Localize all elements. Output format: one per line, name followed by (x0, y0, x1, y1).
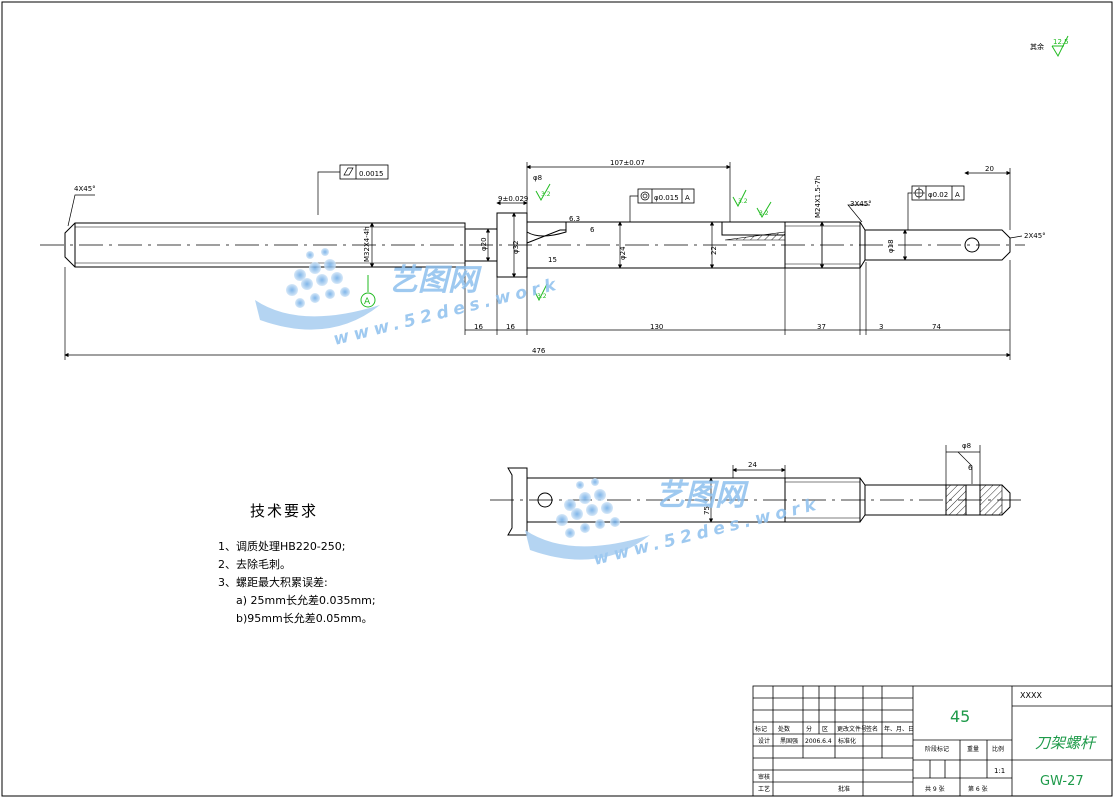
flatness-value: 0.0015 (359, 170, 384, 178)
dim-l6: 6 (968, 464, 973, 472)
tech-req-item-3: 3、螺距最大积累误差: (218, 576, 328, 589)
hdr-file: 更改文件号 (837, 725, 867, 733)
runout-datum: A (685, 194, 690, 202)
dim-chamfer-left: 4X45° (74, 185, 96, 193)
title-block-text: XXXX 45 刀架螺杆 GW-27 1:1 标记 处数 分 区 更改文件号 签… (755, 691, 1097, 793)
weight-label: 重量 (967, 745, 979, 753)
position-value: φ0.02 (928, 191, 948, 199)
dim-b130: 130 (650, 323, 663, 331)
dim-phi8: φ8 (533, 174, 542, 182)
part-name: 刀架螺杆 (1035, 734, 1097, 752)
secondary-view (490, 467, 1025, 536)
stage-label: 阶段标记 (925, 745, 949, 753)
main-dim-labels: 4X45° 107±0.07 20 9±0.029 φ8 6.3 6 15 3X… (74, 159, 1046, 355)
dim-b16b: 16 (506, 323, 515, 331)
hdr-date: 年、月、日 (884, 725, 914, 733)
tech-req-item-3b: b)95mm长允差0.05mm。 (236, 612, 373, 625)
dim-tol9: 9±0.029 (498, 195, 528, 203)
hdr-zone: 区 (822, 726, 828, 733)
position-datum: A (955, 191, 960, 199)
roughness-value: 12.5 (1053, 38, 1069, 46)
tech-req-item-1: 1、调质处理HB220-250; (218, 540, 346, 553)
dim-total: 476 (532, 347, 546, 355)
material-label: 45 (950, 707, 970, 726)
main-view (40, 212, 1025, 278)
dim-d6: 6 (590, 226, 595, 234)
designer-name: 黑国强 (780, 738, 798, 745)
ra-mark-2: 3.2 (738, 198, 748, 205)
dim-b3: 3 (879, 323, 883, 331)
secondary-dim-labels: 24 75 φ8 6 (703, 442, 973, 515)
dim-phi18: φ18 (887, 239, 895, 253)
dim-m24: M24X1.5-7h (814, 176, 822, 218)
dim-107: 107±0.07 (610, 159, 645, 167)
approve-label: 批准 (838, 785, 850, 793)
scale-value: 1:1 (994, 767, 1005, 775)
sheet-number: 第 6 张 (968, 785, 988, 793)
dim-d22: 22 (710, 246, 718, 255)
dim-chamfer2: 2X45° (1024, 232, 1046, 240)
dim-phi32: φ32 (512, 240, 520, 254)
watermark-1-brand: 艺图网 (388, 263, 482, 298)
dim-b74: 74 (932, 323, 941, 331)
runout-value: φ0.015 (654, 194, 679, 202)
tech-req-title: 技术要求 (250, 502, 319, 520)
main-dimensions (64, 162, 1023, 360)
ra-mark-3: 3.2 (759, 210, 769, 217)
secondary-dimensions (708, 445, 981, 523)
dim-b16a: 16 (474, 323, 483, 331)
roughness-label: 其余 (1030, 42, 1044, 51)
title-block (752, 685, 1113, 797)
dim-m32: M32X4-4h (363, 226, 371, 262)
dim-r15: 15 (548, 256, 557, 264)
dim-phi8b: φ8 (962, 442, 971, 450)
hdr-count: 处数 (778, 725, 790, 733)
datum-letter: A (364, 297, 371, 307)
watermark-2: 艺图网 www.52des.work (525, 478, 823, 570)
dim-b37: 37 (817, 323, 826, 331)
dim-ra63: 6.3 (569, 215, 580, 223)
gdt-runout: φ0.015 A (637, 188, 695, 204)
hdr-mark: 标记 (755, 725, 767, 733)
company-name: XXXX (1020, 691, 1042, 700)
roughness-marks: 3.2 3.2 3.2 3.2 (533, 183, 772, 302)
dim-phi24: φ24 (619, 246, 627, 260)
tech-req-item-2: 2、去除毛刺。 (218, 558, 291, 571)
hdr-part: 分 (806, 725, 812, 733)
standard-label: 标准化 (838, 737, 856, 745)
dim-l75: 75 (703, 506, 711, 515)
dim-l24: 24 (748, 461, 757, 469)
tech-req-item-3a: a) 25mm长允差0.035mm; (236, 594, 376, 607)
ra-mark-4: 3.2 (537, 293, 547, 300)
watermark-2-brand: 艺图网 (655, 478, 749, 513)
dim-phi20: φ20 (480, 237, 488, 251)
design-date: 2006.6.4 (805, 738, 832, 745)
gdt-flatness: 0.0015 (339, 164, 389, 180)
datum-a-symbol: A (360, 275, 376, 308)
design-label: 设计 (758, 737, 770, 745)
dim-chamfer3: 3X45° (850, 200, 872, 208)
dim-20: 20 (985, 165, 994, 173)
scale-label: 比例 (992, 745, 1004, 753)
ra-mark-1: 3.2 (541, 191, 551, 198)
drawing-number: GW-27 (1040, 774, 1084, 789)
gdt-position: φ0.02 A (911, 185, 965, 201)
review-label: 审核 (758, 773, 770, 781)
hdr-sign: 签名 (866, 725, 878, 733)
process-label: 工艺 (758, 785, 770, 793)
roughness-note: 其余 12.5 (1030, 35, 1069, 58)
sheets-total: 共 9 张 (925, 785, 945, 793)
